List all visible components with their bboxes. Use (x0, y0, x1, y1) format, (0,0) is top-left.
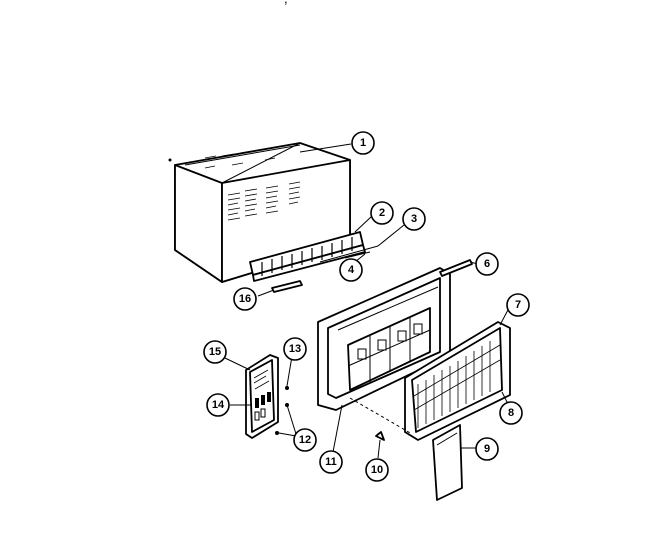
leader-10 (377, 439, 381, 459)
cabinet-case (168, 142, 351, 283)
svg-text:4: 4 (348, 264, 355, 276)
bracket-part-16 (271, 280, 303, 293)
svg-text:3: 3 (411, 213, 417, 225)
callout-16: 16 (233, 287, 257, 311)
callout-8: 8 (499, 401, 523, 425)
front-grille (404, 321, 511, 441)
damper-assembly (249, 231, 366, 282)
header-fragment-2: - ------- (395, 0, 433, 6)
leader-15 (224, 357, 251, 371)
svg-text:16: 16 (239, 293, 251, 305)
callout-6: 6 (475, 252, 499, 276)
callout-2: 2 (370, 201, 394, 225)
svg-text:7: 7 (515, 299, 521, 311)
leader-2 (354, 215, 373, 233)
svg-text:1: 1 (360, 137, 366, 149)
top-rail-part-6 (439, 259, 473, 277)
leader-11 (332, 404, 343, 453)
callout-9: 9 (475, 437, 499, 461)
svg-text:10: 10 (371, 464, 383, 476)
svg-text:11: 11 (325, 456, 337, 468)
callout-3: 3 (402, 207, 426, 231)
leader-3 (377, 224, 405, 247)
leader-1 (299, 143, 352, 153)
callout-1: 1 (351, 131, 375, 155)
callout-13: 13 (283, 337, 307, 361)
svg-text:14: 14 (212, 399, 225, 411)
svg-text:13: 13 (289, 343, 301, 355)
svg-text:15: 15 (209, 346, 221, 358)
rod-part-4 (344, 251, 371, 259)
callout-15: 15 (203, 340, 227, 364)
callout-14: 14 (206, 393, 230, 417)
leader-16 (257, 289, 275, 297)
rod-part-3 (319, 245, 379, 263)
leader-7 (499, 307, 510, 326)
svg-text:2: 2 (379, 207, 385, 219)
control-panel (245, 354, 279, 439)
svg-text:9: 9 (484, 443, 490, 455)
svg-text:8: 8 (508, 407, 514, 419)
header-fragment-3: - - (548, 0, 560, 6)
header-fragment-1: - , (276, 0, 288, 6)
leader-12a (286, 404, 297, 435)
leader-13 (286, 355, 293, 387)
leader-12b (278, 432, 297, 437)
callout-11: 11 (319, 450, 343, 474)
clip-part-10 (375, 431, 385, 441)
callout-4: 4 (339, 258, 363, 282)
filter-panel (432, 424, 463, 501)
callout-12: 12 (293, 428, 317, 452)
svg-text:6: 6 (484, 258, 490, 270)
alignment-dash (349, 397, 413, 435)
callout-10: 10 (365, 458, 389, 482)
svg-text:12: 12 (299, 434, 311, 446)
callout-7: 7 (506, 293, 530, 317)
